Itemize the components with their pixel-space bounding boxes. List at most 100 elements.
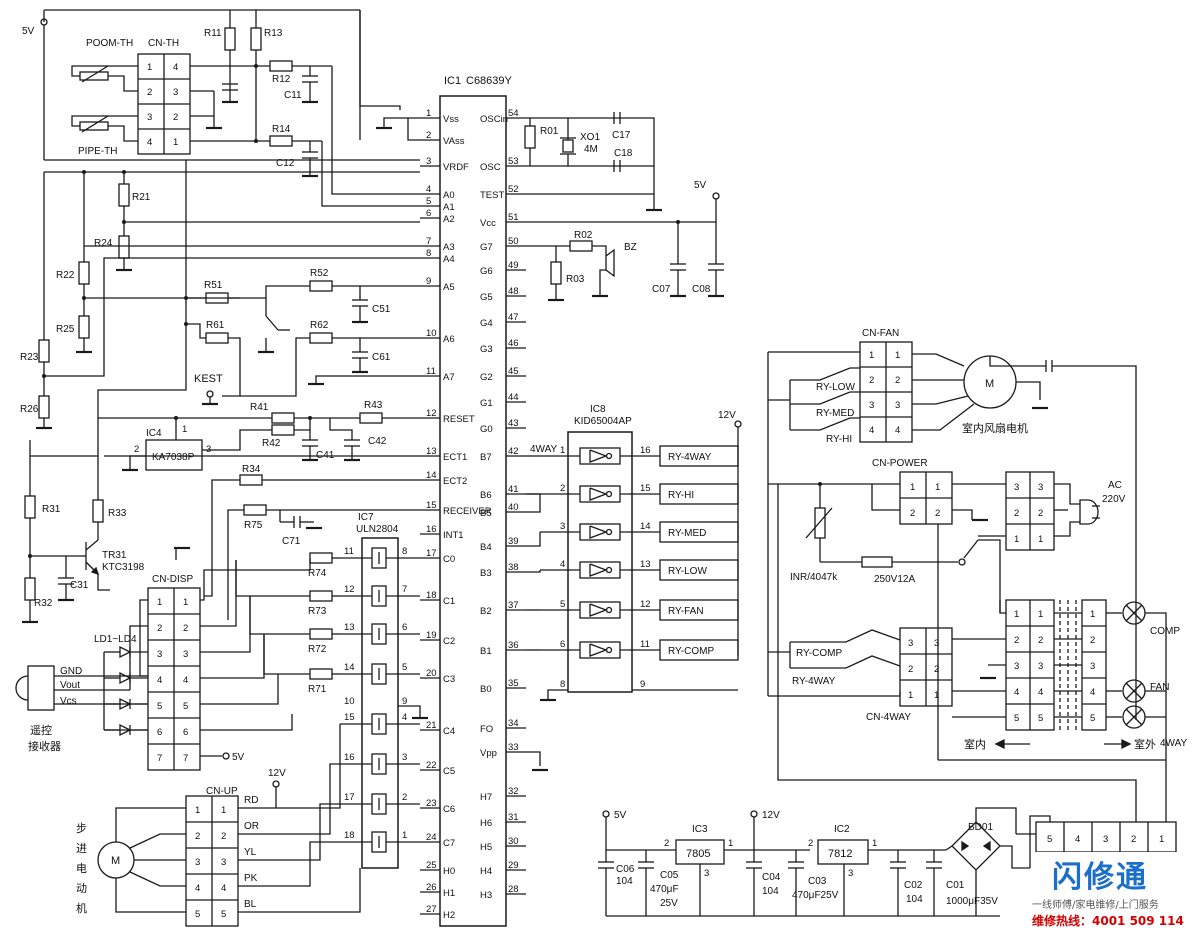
ic4-pin-2: 2 [134,444,139,455]
term-m2: 2 [1038,635,1043,646]
ic7-out-1: 1 [402,830,407,841]
r02-label: R02 [574,230,593,241]
ic7-out-8: 8 [402,546,407,557]
ic1-rpin-48: 48 [508,286,519,297]
ic8-in-8: 8 [560,679,565,690]
r24-label: R24 [94,238,113,249]
resistor-r32 [24,577,36,601]
cn-disp-l5: 5 [157,701,162,712]
pwr-relay-4way: RY-4WAY [792,676,836,687]
ic1-pin-7: 7 [426,236,431,247]
ic1-rpin-30: 30 [508,836,519,847]
resistor-r02 [569,240,593,252]
ic1-part: C68639Y [466,75,513,87]
ac-label: AC [1108,480,1122,491]
cn-power-title: CN-POWER [872,458,928,469]
cn-fan-r1: 1 [895,350,900,361]
ic1-pin-name-14: ECT2 [443,476,467,487]
fan-motor-m: M [985,378,994,390]
ic1-pin-20: 20 [426,668,437,679]
ac-r1: 1 [1038,534,1043,545]
relay-label-ry-low: RY-LOW [668,566,707,577]
ic1-rpin-45: 45 [508,366,519,377]
cn-th-l4: 4 [147,137,152,148]
ic8-gate-4 [579,561,621,579]
cn-up-r1: 1 [221,805,226,816]
ic1-pin-name-2: VAss [443,136,465,147]
ic1-rpin-40: 40 [508,502,519,513]
4way-r3: 3 [934,638,939,649]
r13-label: R13 [264,28,283,39]
power-supply: 5V C06 104 C05 470μF 25V 2 IC3 7805 3 1 … [598,800,1177,917]
r72-label: R72 [308,644,327,655]
cn-disp-r6: 6 [183,727,188,738]
cn-fan-motor-label: 室内风扇电机 [962,421,1028,435]
ic8-out-15: 15 [640,483,651,494]
cn-th-l2: 2 [147,87,152,98]
ic3-part: 7805 [686,848,710,860]
resistor-r33 [92,499,104,523]
ic8-gate-5 [579,601,621,619]
resistor-r01 [524,125,536,149]
term-r2: 2 [1090,635,1095,646]
ic1-rpin-name-30: H5 [480,842,492,853]
cn-disp-l6: 6 [157,727,162,738]
relay-label-ry-fan: RY-FAN [668,606,704,617]
bridge-conn-4: 4 [1075,834,1080,845]
4way-l2: 2 [908,664,913,675]
term-l4: 4 [1014,687,1019,698]
ic7-pin-9: 9 [402,696,407,707]
led-1 [119,645,132,659]
cn-th-l1: 1 [147,62,152,73]
stepper-label-5: 机 [76,901,87,915]
ic4-part: KA7038P [152,452,195,463]
r34-label: R34 [242,464,261,475]
ic2-pin3: 3 [848,868,853,879]
r11-label: R11 [204,28,222,39]
relay-coil-3 [659,521,739,543]
ic1-rpin-46: 46 [508,338,519,349]
ic4-id: IC4 [146,428,162,439]
c71-label: C71 [282,536,301,547]
cn-disp-r4: 4 [183,675,188,686]
ic1-pin-name-23: C6 [443,804,455,815]
term-m1: 1 [1038,609,1043,620]
ic1-rpin-name-34: FO [480,724,493,735]
c18-label: C18 [614,148,633,159]
ic3-pin1: 1 [728,838,733,849]
ic1-body [439,95,507,927]
ic8-in-2: 2 [560,483,565,494]
c61-label: C61 [372,352,391,363]
ac-r2: 2 [1038,508,1043,519]
ic1-rpin-name-44: G1 [480,398,493,409]
resistor-r74 [309,552,333,564]
ic7-pin-10: 10 [344,696,355,707]
c11-label: C11 [284,90,302,101]
ic1-right-pins: 54OSCin53OSC52TEST51Vcc50G749G648G547G44… [480,108,548,901]
ic1-rpin-name-51: Vcc [480,218,496,229]
four-way-load-label: 4WAY [1160,738,1188,749]
resistor-r13 [250,27,262,51]
ic4-pin-1: 1 [182,424,187,435]
ic1-rpin-name-36: B1 [480,646,492,657]
ic1-rpin-name-50: G7 [480,242,493,253]
ect-receiver-lines: R31 R32 C31 TR31 KTC3198 R34 R75 [20,440,420,624]
ic8-in-6: 6 [560,639,565,650]
varistor [814,507,826,539]
cn-disp-r3: 3 [183,649,188,660]
cn-fan-l4: 4 [869,425,874,436]
cn-disp-r2: 2 [183,623,188,634]
ic1-rpin-29: 29 [508,860,519,871]
ic1-rpin-name-38: B3 [480,568,492,579]
resistor-r14 [269,135,293,147]
resistor-r75 [243,504,267,516]
leds-label: LD1~LD4 [94,634,137,645]
ic1-rpin-37: 37 [508,600,519,611]
resistor-r42 [271,424,295,436]
cn-th-r3: 2 [173,112,178,123]
ic2-part: 7812 [828,848,852,860]
ic1-rpin-36: 36 [508,640,519,651]
cn-up-l3: 3 [195,857,200,868]
